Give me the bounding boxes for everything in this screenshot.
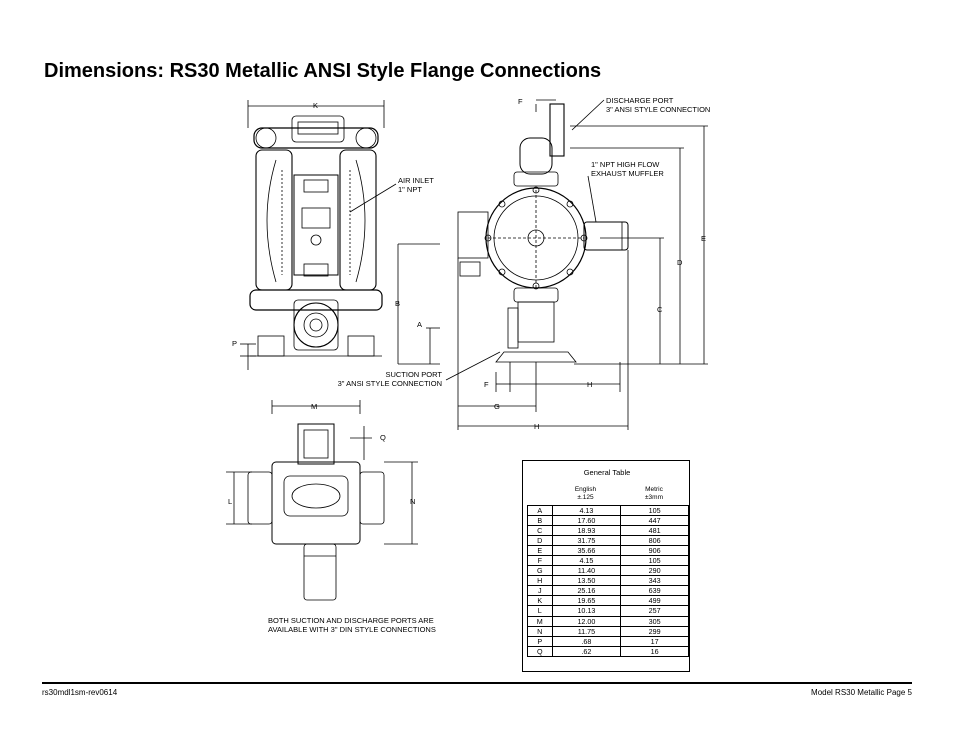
- top-view-drawing: [226, 400, 418, 601]
- dim-letter-f-top: F: [518, 97, 523, 106]
- metric-value-cell: 906: [620, 545, 689, 557]
- english-value-cell: 18.93: [551, 525, 622, 537]
- metric-value-cell: 257: [620, 605, 689, 617]
- dim-letter-h-short: H: [587, 380, 593, 389]
- general-table: General Table English ±.125 Metric ±3mm …: [522, 460, 690, 672]
- dim-letter-l: L: [228, 497, 233, 506]
- dim-letter-cell: E: [527, 545, 553, 557]
- dim-letter-g: G: [494, 402, 500, 411]
- dim-letter-cell: J: [527, 585, 553, 597]
- english-value-cell: .62: [551, 645, 622, 657]
- metric-value-cell: 343: [620, 575, 689, 587]
- dim-letter-c: C: [657, 305, 663, 314]
- metric-value-cell: 17: [620, 635, 689, 647]
- english-header: English ±.125: [574, 486, 597, 501]
- english-value-cell: .68: [551, 635, 622, 647]
- english-value-cell: 11.40: [551, 565, 622, 577]
- english-value-cell: 10.13: [551, 605, 622, 617]
- side-view-drawing: [445, 99, 708, 430]
- dim-letter-n: N: [410, 497, 416, 506]
- air-inlet-callout: AIR INLET 1" NPT: [398, 176, 434, 194]
- dim-letter-e: E: [701, 234, 707, 243]
- footer-doc-id: rs30mdl1sm-rev0614: [42, 688, 118, 697]
- dim-letter-cell: C: [527, 525, 553, 537]
- metric-value-cell: 105: [620, 504, 689, 517]
- dim-letter-cell: M: [527, 615, 553, 627]
- page-title: Dimensions: RS30 Metallic ANSI Style Fla…: [44, 60, 602, 82]
- footer-page-label: Model RS30 Metallic Page 5: [811, 688, 912, 697]
- metric-value-cell: 305: [620, 615, 689, 627]
- dim-letter-cell: F: [527, 555, 553, 567]
- metric-value-cell: 806: [620, 535, 689, 547]
- metric-value-cell: 299: [620, 625, 689, 637]
- english-value-cell: 13.50: [551, 575, 622, 587]
- dim-letter-cell: K: [527, 595, 553, 607]
- metric-value-cell: 447: [620, 515, 689, 527]
- dim-letter-a: A: [417, 320, 423, 329]
- dim-letter-h-long: H: [534, 422, 540, 431]
- dim-letter-cell: P: [527, 635, 553, 647]
- metric-value-cell: 16: [620, 645, 689, 657]
- metric-value-cell: 105: [620, 555, 689, 567]
- exhaust-muffler-callout: 1" NPT HIGH FLOW EXHAUST MUFFLER: [591, 160, 664, 178]
- english-value-cell: 35.66: [551, 545, 622, 557]
- english-value-cell: 19.65: [551, 595, 622, 607]
- english-value-cell: 11.75: [551, 625, 622, 637]
- english-value-cell: 17.60: [551, 515, 622, 527]
- front-view-drawing: [240, 100, 440, 370]
- dim-letter-b: B: [395, 299, 401, 308]
- dim-letter-cell: H: [527, 575, 553, 587]
- english-value-cell: 31.75: [551, 535, 622, 547]
- metric-value-cell: 639: [620, 585, 689, 597]
- dim-letter-cell: N: [527, 625, 553, 637]
- english-value-cell: 12.00: [551, 615, 622, 627]
- dim-letter-k: K: [313, 101, 319, 110]
- din-connection-note: BOTH SUCTION AND DISCHARGE PORTS ARE AVA…: [268, 616, 436, 634]
- dim-letter-cell: G: [527, 565, 553, 577]
- dim-letter-f-bottom: F: [484, 380, 489, 389]
- dim-letter-cell: B: [527, 515, 553, 527]
- english-value-cell: 4.15: [551, 555, 622, 567]
- english-value-cell: 25.16: [551, 585, 622, 597]
- general-table-title: General Table: [583, 468, 631, 477]
- dim-letter-cell: A: [527, 504, 553, 517]
- suction-port-callout: SUCTION PORT 3" ANSI STYLE CONNECTION: [337, 370, 442, 388]
- dim-letter-q: Q: [380, 433, 386, 442]
- metric-value-cell: 481: [620, 525, 689, 537]
- english-value-cell: 4.13: [551, 504, 622, 517]
- dim-letter-cell: Q: [527, 645, 553, 657]
- metric-header: Metric ±3mm: [644, 486, 663, 501]
- dim-letter-cell: L: [527, 605, 553, 617]
- discharge-port-callout: DISCHARGE PORT 3" ANSI STYLE CONNECTION: [606, 96, 711, 114]
- dim-letter-m: M: [311, 402, 318, 411]
- dim-letter-cell: D: [527, 535, 553, 547]
- metric-value-cell: 499: [620, 595, 689, 607]
- dim-letter-d: D: [677, 258, 683, 267]
- footer-rule: [42, 682, 912, 684]
- dim-letter-p: P: [232, 339, 238, 348]
- metric-value-cell: 290: [620, 565, 689, 577]
